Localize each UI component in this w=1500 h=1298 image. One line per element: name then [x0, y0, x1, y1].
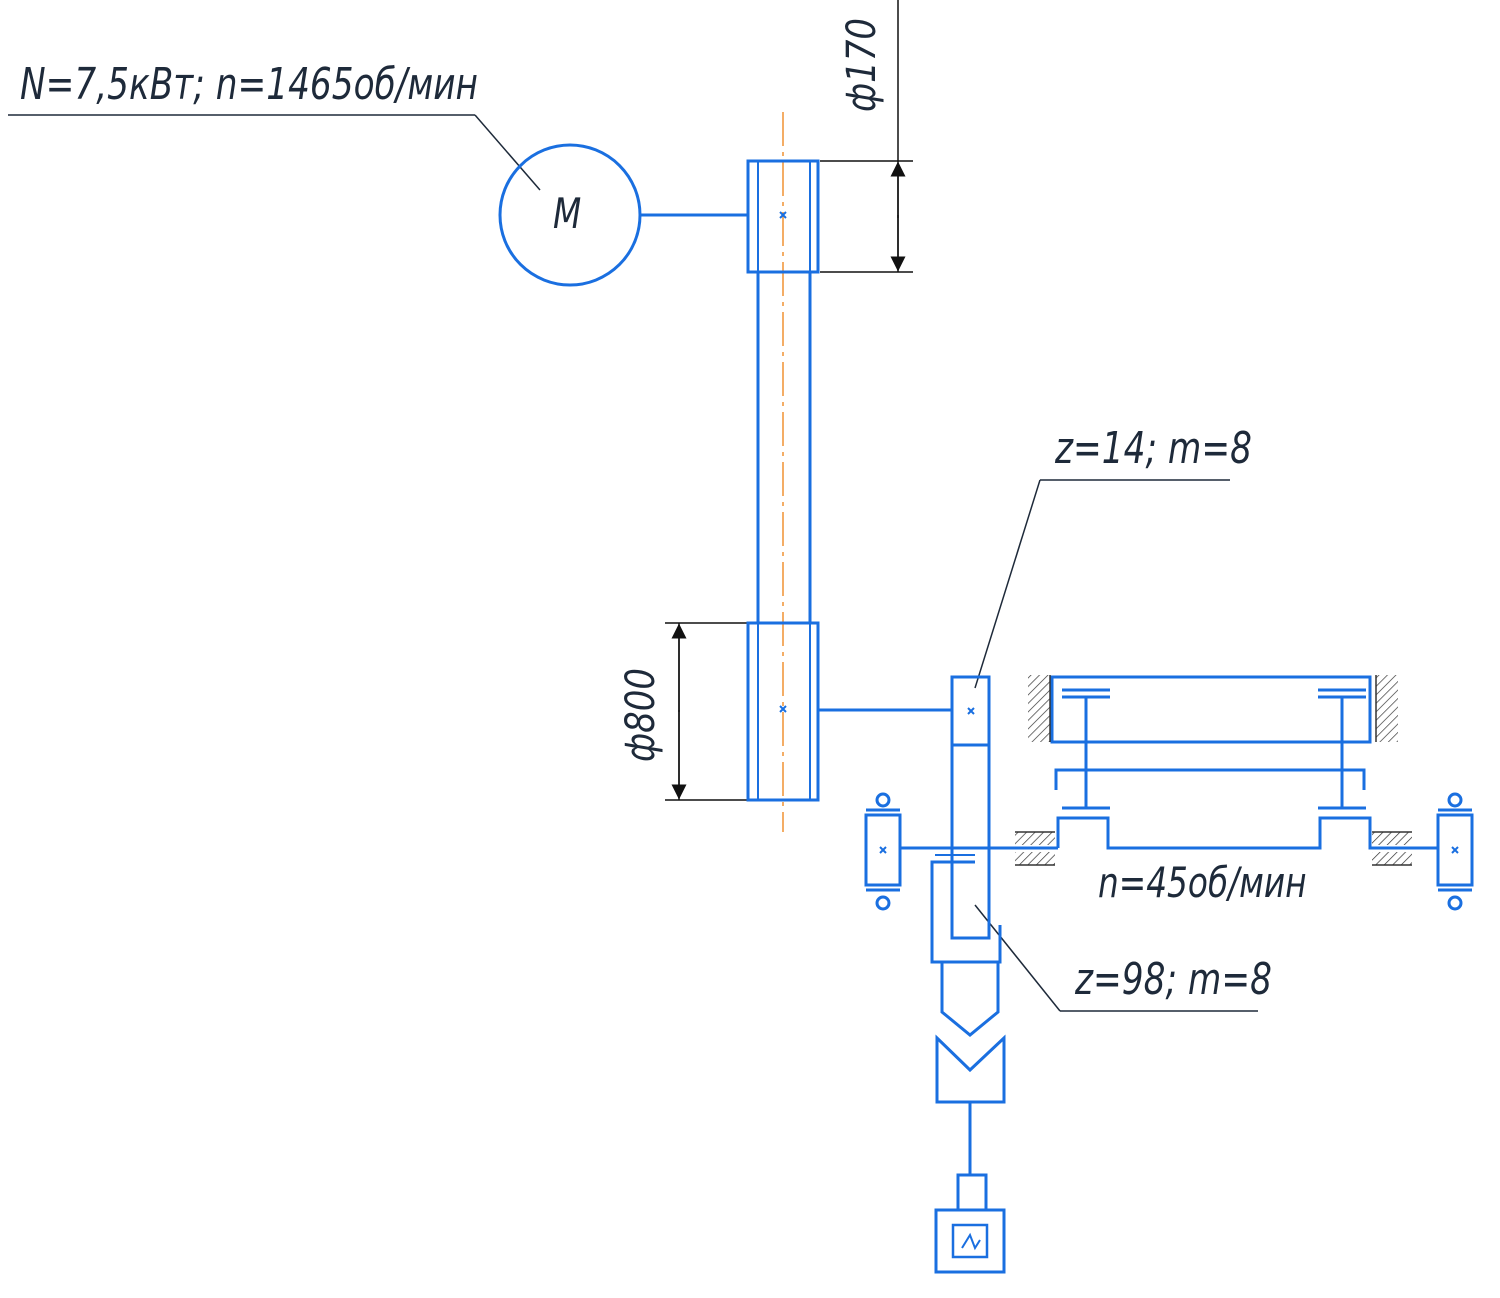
- output-speed-label: n=45об/мин: [1098, 858, 1307, 907]
- left-support: [864, 792, 902, 911]
- small-pulley: [746, 159, 820, 274]
- electric-motor: [498, 143, 748, 287]
- housing-hatching: [1015, 675, 1412, 866]
- leader-lines: [8, 114, 1258, 1012]
- right-support: [1436, 792, 1474, 911]
- coupling-lower: [935, 1034, 1006, 1104]
- controller-box: [934, 1208, 1006, 1274]
- motor-spec-label: N=7,5кВт; n=1465об/мин: [20, 59, 478, 110]
- coupling-upper: [940, 962, 1000, 1037]
- lower-drive: [930, 860, 1006, 1274]
- pinion-label: z=14; m=8: [1055, 423, 1252, 474]
- driven-gear: [950, 743, 991, 940]
- dimension-800-label: ф800: [618, 668, 664, 762]
- dimension-170: [820, 0, 913, 273]
- output-shaft: [1015, 675, 1438, 850]
- dimension-170-label: ф170: [839, 18, 885, 112]
- drum: [1050, 675, 1372, 744]
- gear-label: z=98; m=8: [1075, 954, 1272, 1005]
- motor-symbol: M: [553, 189, 582, 238]
- axis-marks: [779, 211, 1459, 854]
- dimension-800: [665, 622, 748, 801]
- belt-drive: [746, 159, 952, 802]
